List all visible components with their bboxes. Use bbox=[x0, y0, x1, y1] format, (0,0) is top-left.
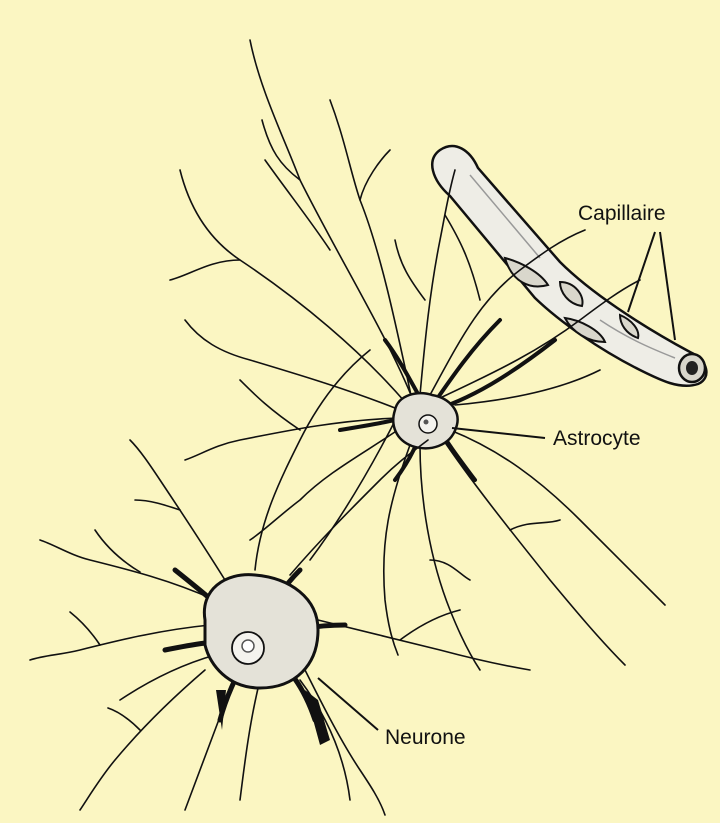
capillary-label: Capillaire bbox=[578, 203, 666, 224]
capillary-pointer-line bbox=[628, 232, 655, 312]
astrocyte-label: Astrocyte bbox=[553, 428, 641, 449]
astrocyte-body bbox=[393, 393, 457, 448]
neuron-label: Neurone bbox=[385, 727, 466, 748]
neuron-body bbox=[204, 575, 318, 688]
neuron-axon-hillock bbox=[216, 690, 330, 745]
label-pointer-lines bbox=[318, 232, 675, 730]
capillary-pointer-line bbox=[660, 232, 675, 340]
